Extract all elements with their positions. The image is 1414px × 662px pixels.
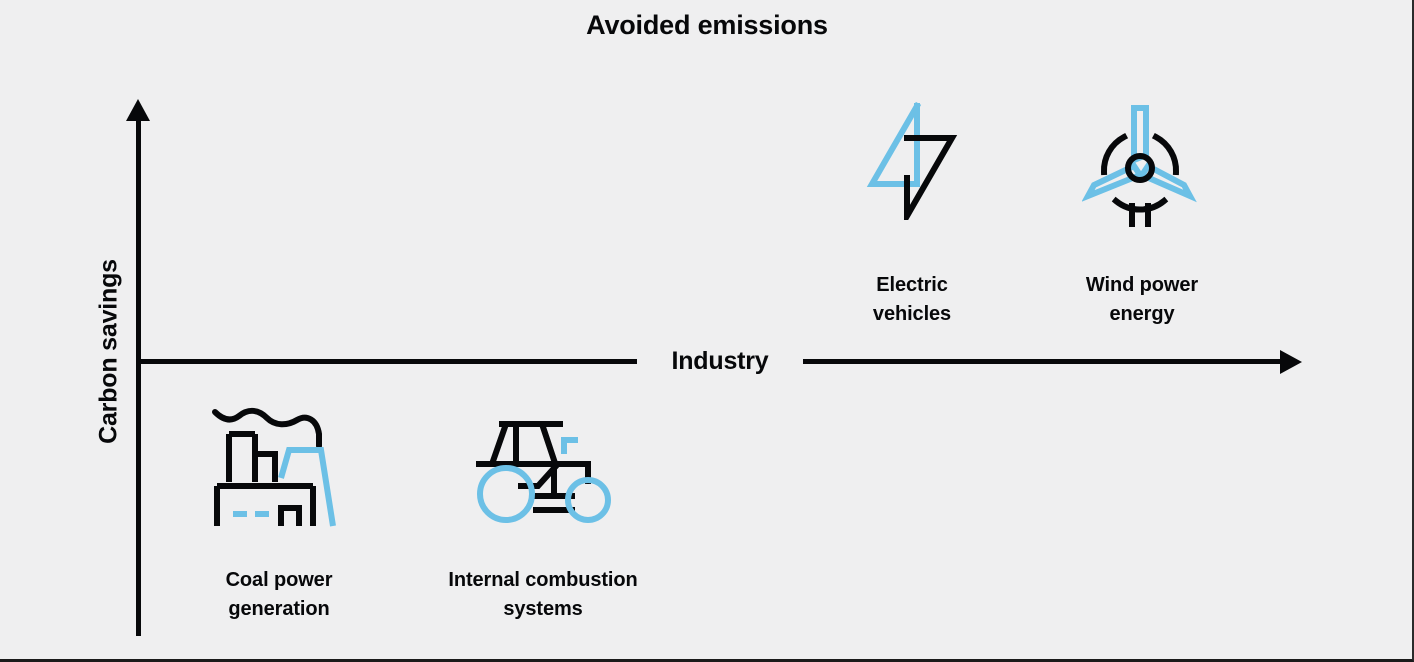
item-electric-vehicles[interactable]: Electric vehicles: [812, 100, 1012, 329]
x-axis-label: Industry: [637, 347, 803, 376]
item-wind-power-energy[interactable]: Wind power energy: [1042, 100, 1242, 329]
item-label-wind-power-energy: Wind power energy: [1085, 274, 1199, 325]
y-axis-arrowhead-icon: [126, 99, 150, 121]
coal-power-plant-icon: [179, 400, 379, 535]
x-axis-line-left: [141, 359, 637, 364]
item-label-coal-power-generation: Coal power generation: [225, 569, 333, 620]
lightning-bolt-icon: [812, 100, 1012, 228]
wind-turbine-icon: [1042, 100, 1242, 235]
item-internal-combustion-systems[interactable]: Internal combustion systems: [398, 410, 688, 624]
page-title: Avoided emissions: [586, 10, 828, 40]
tractor-icon: [398, 410, 688, 535]
item-label-electric-vehicles: Electric vehicles: [872, 274, 952, 325]
x-axis-arrowhead-icon: [1280, 350, 1302, 374]
y-axis-label: Carbon savings: [94, 259, 123, 444]
x-axis-line-right: [803, 359, 1284, 364]
y-axis-line: [136, 117, 141, 636]
item-label-internal-combustion-systems: Internal combustion systems: [448, 569, 638, 620]
item-coal-power-generation[interactable]: Coal power generation: [179, 400, 379, 624]
